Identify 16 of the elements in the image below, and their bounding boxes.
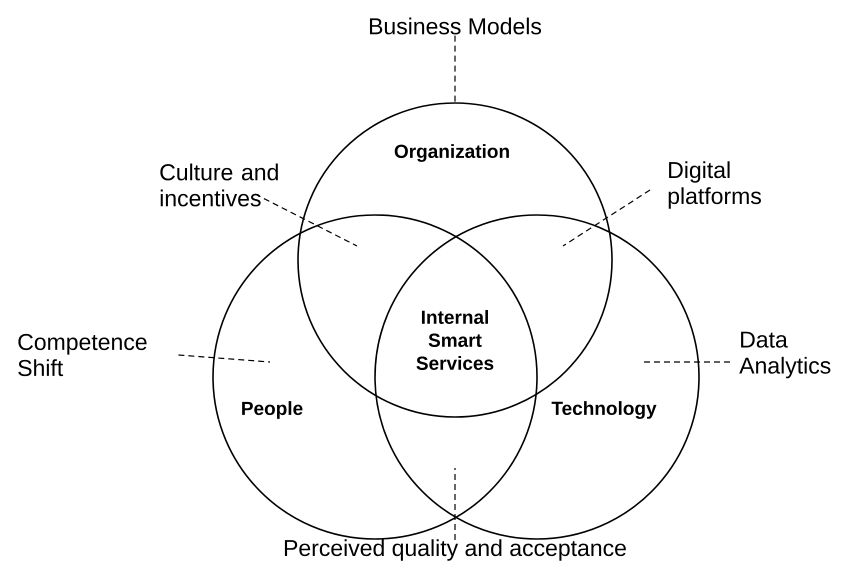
leader-line (562, 190, 650, 246)
leader-text: Data Analytics (739, 332, 830, 378)
region-label: Internal Smart Services (416, 310, 494, 370)
circle-label: People (242, 401, 302, 419)
circle-label: Technology (552, 401, 657, 419)
venn-circle (212, 214, 538, 540)
leader-line (178, 354, 270, 363)
leader-text: Perceived quality and acceptance (284, 539, 626, 561)
circle-label: Organization (394, 144, 509, 162)
leader-text: Culture and incentives (160, 164, 278, 206)
venn-circle (374, 214, 700, 540)
leader-line (454, 36, 456, 102)
leader-line (254, 193, 358, 247)
leader-text: Business Models (370, 18, 542, 34)
leader-text: Digital platforms (668, 161, 761, 209)
leader-text: Competence Shift (18, 334, 147, 376)
